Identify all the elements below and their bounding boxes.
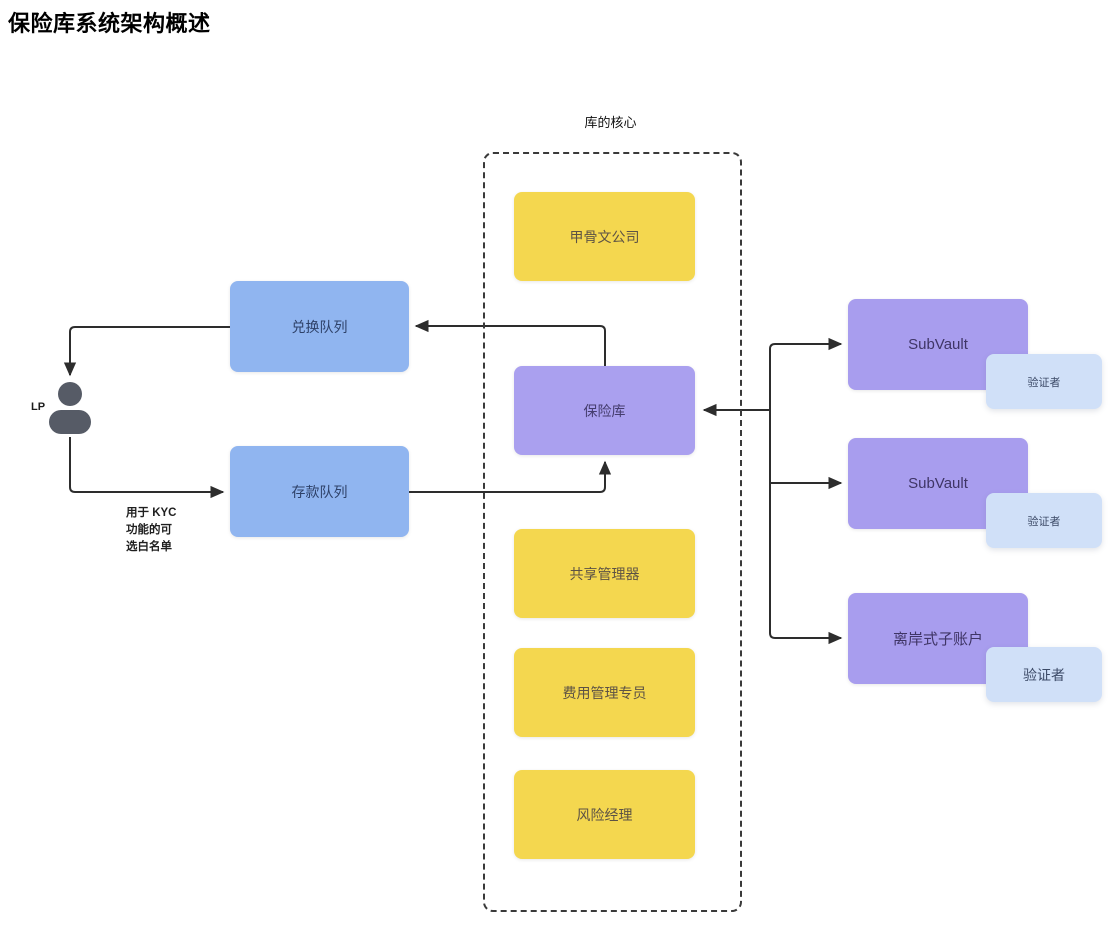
node-validator-2-label: 验证者	[1027, 515, 1061, 528]
kyc-note-line-2: 功能的可	[126, 524, 172, 536]
kyc-note-line-1: 用于 KYC	[126, 507, 177, 519]
node-share-manager: 共享管理器	[514, 529, 695, 618]
node-oracle-label: 甲骨文公司	[569, 228, 640, 245]
node-validator-3-label: 验证者	[1023, 666, 1065, 683]
node-vault-label: 保险库	[583, 402, 626, 419]
core-group-label: 库的核心	[584, 115, 637, 130]
page-title: 保险库系统架构概述	[8, 11, 211, 36]
node-validator-2: 验证者	[986, 493, 1102, 548]
node-deposit-queue: 存款队列	[230, 446, 409, 537]
node-risk-manager: 风险经理	[514, 770, 695, 859]
node-redemption-queue-label: 兑换队列	[291, 318, 348, 335]
node-offshore-subaccount-label: 离岸式子账户	[892, 631, 983, 648]
lp-person-icon	[58, 382, 82, 406]
kyc-whitelist-note: 用于 KYC 功能的可 选白名单	[126, 505, 176, 556]
node-validator-1: 验证者	[986, 354, 1102, 409]
node-fee-manager: 费用管理专员	[514, 648, 695, 737]
node-deposit-queue-label: 存款队列	[291, 483, 348, 500]
node-validator-1-label: 验证者	[1027, 376, 1061, 389]
node-validator-3: 验证者	[986, 647, 1102, 702]
core-group-boundary	[483, 152, 742, 912]
node-vault: 保险库	[514, 366, 695, 455]
lp-person-icon-body	[49, 410, 91, 434]
lp-label: LP	[31, 401, 46, 413]
node-risk-manager-label: 风险经理	[576, 806, 633, 823]
node-subvault-1-label: SubVault	[908, 336, 968, 353]
node-subvault-2-label: SubVault	[908, 475, 968, 492]
node-oracle: 甲骨文公司	[514, 192, 695, 281]
node-redemption-queue: 兑换队列	[230, 281, 409, 372]
kyc-note-line-3: 选白名单	[126, 541, 172, 553]
node-fee-manager-label: 费用管理专员	[562, 684, 647, 701]
node-share-manager-label: 共享管理器	[569, 565, 640, 582]
